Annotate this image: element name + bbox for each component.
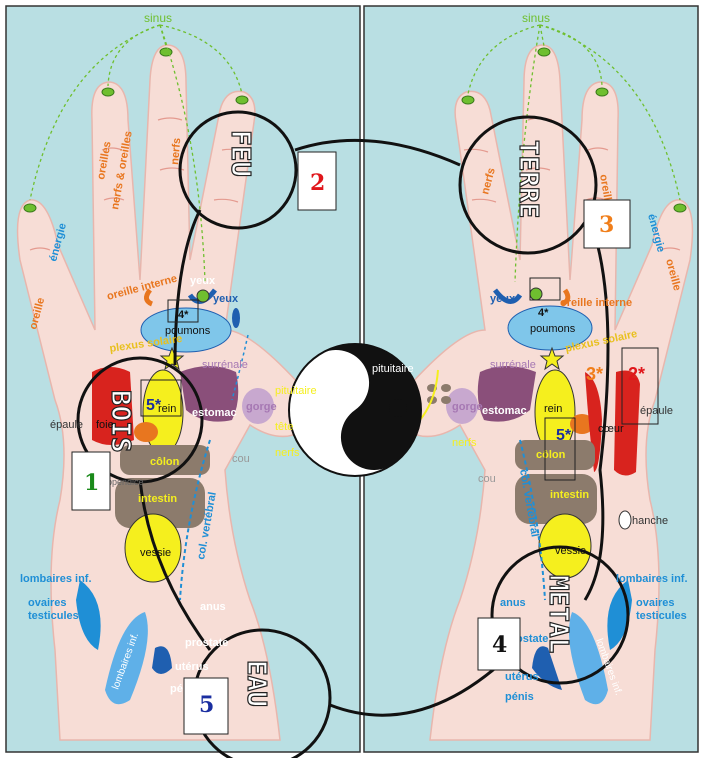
left-lombaires-label: lombaires inf. [20,573,92,585]
right-surrenale-label: surrénale [490,359,536,371]
left-uterus-label: utérus [175,661,209,673]
right-estomac-label: estomac [482,405,527,417]
right-pituitaire-label: pituitaire [372,363,414,375]
right-hanche-label: hanche [632,515,668,527]
right-colon-label: côlon [536,449,566,461]
highlight-boxes [140,277,659,481]
left-gorge-label: gorge [246,401,277,413]
element-eau-label: EAU [241,660,271,707]
left-poumons-label: poumons [165,325,211,337]
left-prostate-label: prostate [185,637,228,649]
right-nerfs-label: nerfs [452,437,477,449]
left-foie-label: foie [96,419,114,431]
left-nerfs-label: nerfs [275,447,300,459]
fingertip-sinus-marks [23,47,687,213]
left-surrenale-label: surrénale [202,359,248,371]
left-asterisk-4: 4* [178,309,189,321]
number-boxes: 1 2 3 4 5 [71,151,631,735]
left-yeux-top-label: yeux [190,275,216,287]
cycle-line [138,138,610,717]
right-cou-label: cou [478,473,496,485]
left-appendice-label: appendice [102,477,144,487]
element-terre-label: TERRE [513,140,543,218]
sinus-label-left: sinus [144,11,172,25]
left-intestin-shape [115,478,205,528]
left-cou-label: cou [232,453,250,465]
right-oreille-interne-label: oreille interne [560,297,632,309]
right-poumons-shape [507,305,593,351]
left-yeux-right-shape [232,308,240,328]
right-asterisk-5: 5* [556,427,572,444]
left-epaule-label: épaule [50,419,83,431]
right-lombaires-label: lombaires inf. [616,573,688,585]
right-vessie-label: vessie [555,545,586,557]
left-vessie-shape [124,513,182,583]
right-gorge-label: gorge [452,401,483,413]
left-poumons-shape [140,307,232,353]
right-asterisk-2: 2* [628,364,645,384]
element-bois-label: BOIS [105,390,135,453]
left-estomac-label: estomac [192,407,237,419]
right-anus-label: anus [500,597,526,609]
left-rein-label: rein [158,403,176,415]
left-uterus-shape [152,646,172,674]
element-feu-label: FEU [225,130,255,177]
left-yeux-right-label: yeux [213,293,239,305]
left-asterisk-5: 5* [146,397,162,414]
left-oreille-interne-shape [144,288,154,307]
right-poumons-label: poumons [530,323,576,335]
left-anus-label: anus [200,601,226,613]
right-coeur-label: cœur [598,423,624,435]
left-lombaires-inf-diag-shape [105,612,148,705]
element-metal-label: METAL [543,575,573,653]
right-uterus-label: utérus [505,671,539,683]
left-colon-label: côlon [150,456,180,468]
number-1: 1 [84,470,99,496]
yin-yang-icon [288,343,422,477]
number-4: 4 [492,632,507,658]
left-estomac-shape [180,366,239,422]
left-intestin-label: intestin [138,493,177,505]
number-3: 3 [599,212,614,238]
right-plexus-star [539,346,565,371]
number-5: 5 [199,692,214,718]
right-estomac-shape [477,366,536,422]
left-foie-shape [92,367,134,445]
number-2: 2 [310,170,325,196]
right-yeux-label: yeux [490,293,516,305]
sinus-arrows [29,24,681,283]
right-penis-label: pénis [505,691,534,703]
right-organs [419,287,640,705]
left-colon-shape [120,445,210,475]
right-asterisk-4: 4* [538,307,549,319]
left-orange-shape [134,422,158,442]
circle-terre [458,115,598,255]
left-pituitaire-label: pituitaire [275,385,317,397]
circle-feu [178,110,298,230]
sinus-label-right: sinus [522,11,550,25]
right-asterisk-3: 3* [586,364,603,384]
left-vessie-label: vessie [140,547,171,559]
right-intestin-label: intestin [550,489,589,501]
right-coeur-shape [614,370,640,476]
right-rein-label: rein [544,403,562,415]
left-gorge-shape [242,388,274,424]
right-epaule-label: épaule [640,405,673,417]
left-tete-label: tête [275,421,293,433]
left-lombaires-shape [76,580,101,650]
circle-metal [490,545,630,685]
